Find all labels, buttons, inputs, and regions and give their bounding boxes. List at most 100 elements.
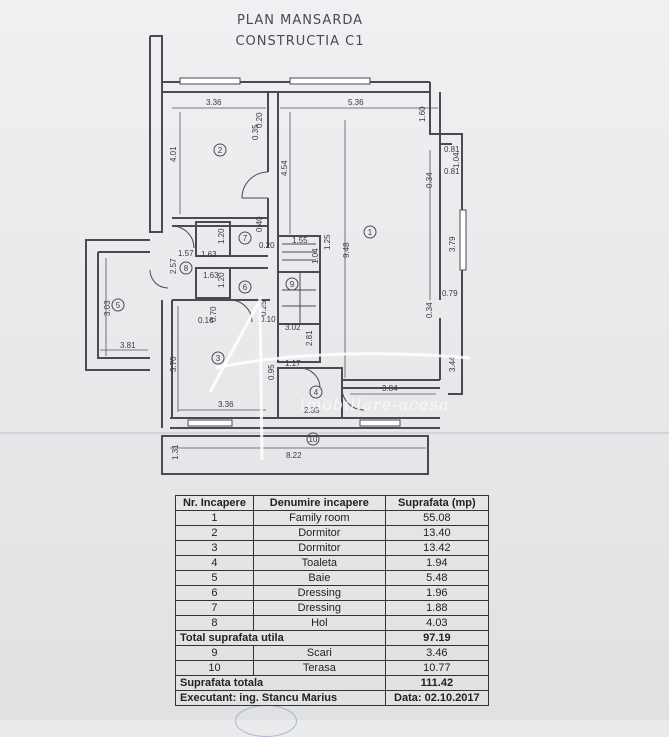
room-9-number: 9 (290, 280, 295, 289)
dim-1-17: 1.17 (285, 359, 301, 368)
dim-0-34-b: 0.34 (425, 302, 434, 318)
total-util-value: 97.19 (384, 630, 490, 646)
table-header-row: Nr. Incapere Denumire incapere Suprafata… (175, 495, 490, 511)
walls (85, 35, 463, 475)
total-util-label: Total suprafata utila (175, 630, 386, 646)
row-number: 7 (175, 600, 254, 616)
row-number: 5 (175, 570, 254, 586)
room-8-marker (179, 261, 193, 275)
row-name: Dressing (252, 585, 386, 601)
dim-1-60: 1.60 (418, 106, 427, 122)
area-table: Nr. Incapere Denumire incapere Suprafata… (175, 495, 490, 706)
row-name: Dormitor (252, 525, 386, 541)
row-number: 9 (175, 645, 254, 661)
dim-3-84: 3.84 (382, 384, 398, 393)
room-5-number: 5 (116, 301, 121, 310)
dim-2-57: 2.57 (169, 258, 178, 274)
dim-3-70: 3.70 (169, 356, 178, 372)
room-4-marker (309, 385, 323, 399)
row-name: Hol (252, 615, 386, 631)
row-area: 1.94 (384, 555, 490, 571)
dim-3-36-bottom: 3.36 (218, 400, 234, 409)
dim-4-54: 4.54 (280, 160, 289, 176)
dim-0-34-a: 0.34 (425, 172, 434, 188)
dimension-lines (100, 107, 438, 449)
room-3-marker (211, 351, 225, 365)
row-number: 4 (175, 555, 254, 571)
row-area: 13.42 (384, 540, 490, 556)
room-1-marker (363, 225, 377, 239)
dim-3-03: 3.03 (103, 300, 112, 316)
stair-steps (282, 243, 316, 324)
header-area: Suprafata (mp) (384, 495, 490, 511)
dim-2-81: 2.81 (305, 330, 314, 346)
row-area: 4.03 (384, 615, 490, 631)
signature-row: Executant: ing. Stancu Marius Data: 02.1… (175, 690, 490, 706)
row-name: Terasa (252, 660, 386, 676)
total-row: Suprafata totala 111.42 (175, 675, 490, 691)
dim-1-04-b: 1.04 (311, 248, 320, 264)
total-label: Suprafata totala (175, 675, 386, 691)
dim-1-63-a: 1.63 (201, 250, 217, 259)
dim-3-79: 3.79 (448, 236, 457, 252)
row-area: 5.48 (384, 570, 490, 586)
watermark-logo (208, 294, 471, 461)
dim-1-20-a: 1.20 (217, 228, 226, 244)
row-name: Family room (252, 510, 386, 526)
dim-0-81-b: 0.81 (444, 167, 460, 176)
dim-9-48: 9.48 (342, 242, 351, 258)
room-7-marker (238, 231, 252, 245)
row-name: Baie (252, 570, 386, 586)
floor-plan: 1 2 3 4 5 6 7 8 9 10 3.36 5.36 4.01 4.54… (85, 35, 471, 475)
row-area: 13.40 (384, 525, 490, 541)
total-value: 111.42 (384, 675, 490, 691)
paper-fold (0, 432, 669, 434)
row-name: Dressing (252, 600, 386, 616)
dim-3-44: 3.44 (448, 356, 457, 372)
row-number: 8 (175, 615, 254, 631)
dim-8-22: 8.22 (286, 451, 302, 460)
row-number: 3 (175, 540, 254, 556)
row-area: 10.77 (384, 660, 490, 676)
dim-1-31: 1.31 (171, 444, 180, 460)
dim-3-02: 3.02 (285, 323, 301, 332)
room-6-number: 6 (243, 283, 248, 292)
header-room-number: Nr. Incapere (175, 495, 254, 511)
header-room-name: Denumire incapere (252, 495, 386, 511)
row-name: Toaleta (252, 555, 386, 571)
dim-5-36-top: 5.36 (348, 98, 364, 107)
row-number: 2 (175, 525, 254, 541)
plan-title: PLAN MANSARDA (236, 13, 364, 28)
dim-0-81-a: 0.81 (444, 145, 460, 154)
row-area: 1.96 (384, 585, 490, 601)
row-name: Dormitor (252, 540, 386, 556)
date-label: Data: 02.10.2017 (384, 690, 490, 706)
total-util-row: Total suprafata utila 97.19 (175, 630, 490, 646)
dim-4-01: 4.01 (169, 146, 178, 162)
row-number: 10 (175, 660, 254, 676)
room-7-number: 7 (243, 234, 248, 243)
watermark-text: imobiliare-acasa (300, 395, 450, 414)
executant-label: Executant: ing. Stancu Marius (175, 690, 386, 706)
dim-0-40: 0.40 (255, 216, 264, 232)
dim-1-20-b: 1.20 (217, 272, 226, 288)
room-8-number: 8 (184, 264, 189, 273)
stamp-seal (235, 705, 297, 737)
room-10-number: 10 (309, 435, 318, 444)
dim-1-04: 1.04 (452, 152, 461, 168)
dim-0-10: 0.10 (260, 315, 276, 324)
dim-2-33: 2.33 (304, 406, 320, 415)
door-swings (149, 171, 365, 411)
room-numbers: 1 2 3 4 5 6 7 8 9 10 (116, 146, 373, 444)
dim-0-20-b: 0.20 (259, 241, 275, 250)
room-6-marker (238, 280, 252, 294)
dim-3-81: 3.81 (120, 341, 136, 350)
